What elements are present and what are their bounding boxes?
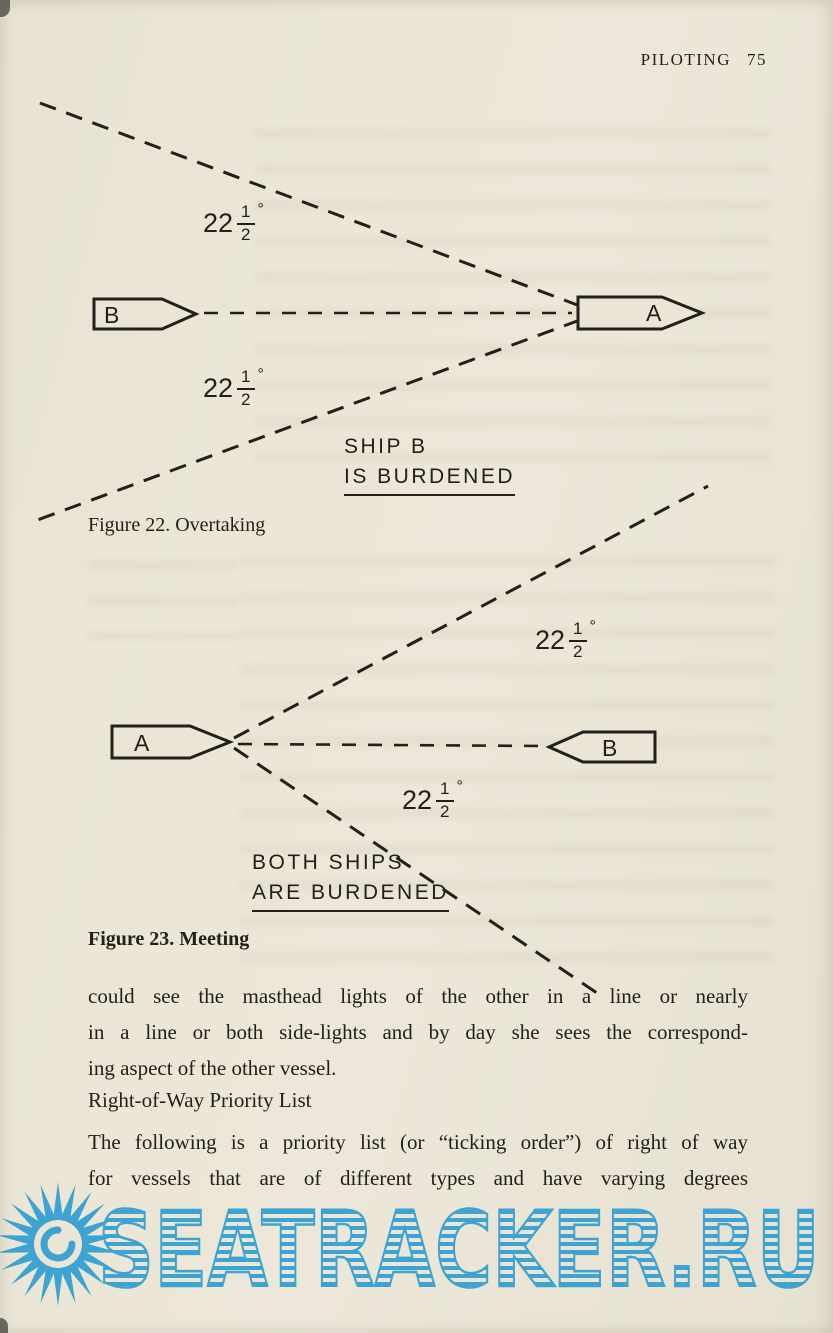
figure23-caption: Figure 23. Meeting [88, 928, 250, 950]
body-line: for vessels that are of different types … [88, 1166, 748, 1190]
overtaking-upper-bearing-line [31, 98, 581, 308]
angle-numerator: 1 [237, 367, 255, 390]
figure22-caption: Figure 22. Overtaking [88, 514, 266, 536]
angle-fraction: 1 2 [237, 202, 255, 244]
angle-fraction: 1 2 [569, 619, 587, 661]
angle-numerator: 1 [436, 779, 454, 802]
meeting-burden-note: BOTH SHIPS ARE BURDENED [252, 848, 449, 912]
overtaking-ship-a [576, 295, 707, 331]
degree-symbol: ° [257, 366, 264, 383]
watermark: SEATRACKER.RU [0, 1182, 821, 1312]
body-line: ing aspect of the other vessel. [88, 1056, 337, 1080]
meeting-ship-b [545, 730, 657, 764]
watermark-text: SEATRACKER.RU [98, 1189, 820, 1311]
angle-whole: 22 [203, 373, 234, 404]
angle-numerator: 1 [569, 619, 587, 642]
page-number: 75 [747, 50, 767, 69]
angle-denominator: 2 [241, 224, 251, 244]
angle-numerator: 1 [237, 202, 255, 225]
meeting-lower-angle-label: 22 1 2 ° [402, 778, 463, 821]
angle-fraction: 1 2 [436, 779, 454, 821]
body-paragraph-1: could see the masthead lights of the oth… [88, 978, 748, 1086]
body-line: The following is a priority list (or “ti… [88, 1130, 748, 1154]
angle-whole: 22 [535, 625, 566, 656]
meeting-ship-a [110, 724, 235, 760]
angle-denominator: 2 [573, 641, 583, 661]
burden-note-line2: IS BURDENED [344, 462, 516, 496]
body-line: could see the masthead lights of the oth… [88, 984, 748, 1008]
angle-whole: 22 [203, 208, 234, 239]
meeting-upper-bearing-line [233, 484, 709, 740]
overtaking-burden-note: SHIP B IS BURDENED [344, 432, 516, 496]
angle-whole: 22 [402, 785, 433, 816]
degree-symbol: ° [257, 201, 264, 218]
meeting-upper-angle-label: 22 1 2 ° [535, 618, 596, 661]
meeting-ship-a-letter: A [134, 730, 150, 756]
angle-fraction: 1 2 [237, 367, 255, 409]
body-line: in a line or both side-lights and by day… [88, 1020, 748, 1044]
burden-note-line1: BOTH SHIPS [252, 851, 405, 874]
burden-note-line1: SHIP B [344, 435, 428, 458]
scan-corner-shadow [0, 0, 10, 17]
overtaking-lower-bearing-line [31, 318, 581, 524]
running-head: PILOTING 75 [641, 50, 767, 70]
running-head-title: PILOTING [640, 50, 731, 69]
overtaking-upper-angle-label: 22 1 2 ° [203, 201, 264, 244]
meeting-centerline [237, 742, 544, 748]
overtaking-ship-b [92, 297, 200, 331]
sun-logo-icon [0, 1182, 120, 1306]
overtaking-ship-a-letter: A [646, 300, 662, 326]
overtaking-ship-b-letter: B [104, 302, 120, 328]
angle-denominator: 2 [440, 801, 450, 821]
overtaking-lower-angle-label: 22 1 2 ° [203, 366, 264, 409]
degree-symbol: ° [456, 778, 463, 795]
body-paragraph-2: The following is a priority list (or “ti… [88, 1124, 748, 1196]
meeting-lower-bearing-line [233, 746, 601, 997]
section-heading: Right-of-Way Priority List [88, 1088, 312, 1112]
burden-note-line2: ARE BURDENED [252, 878, 449, 912]
scan-corner-shadow [0, 1318, 8, 1333]
meeting-ship-b-letter: B [602, 735, 618, 761]
degree-symbol: ° [589, 618, 596, 635]
angle-denominator: 2 [241, 389, 251, 409]
